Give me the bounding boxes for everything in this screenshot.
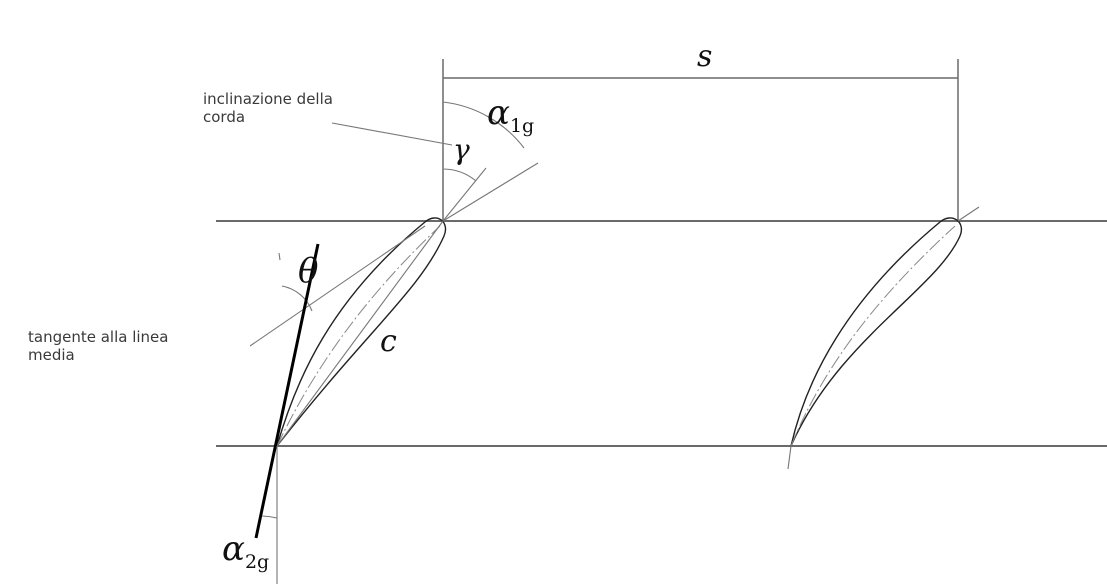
camber-angle-tick — [278, 252, 281, 261]
mean-line-tangent-text-line1: tangente alla linea — [28, 328, 168, 346]
stagger-angle-label: γ — [453, 133, 470, 166]
left-blade-camber-line — [276, 225, 441, 447]
outlet-tangent-line — [254, 243, 320, 539]
left-blade-chord-line — [276, 220, 444, 447]
chord-inclination-text-line2: corda — [203, 108, 245, 126]
inlet-metal-direction-line — [442, 162, 539, 222]
right-blade-camber-line — [790, 225, 956, 447]
stagger-angle-arc — [442, 168, 477, 182]
inlet-angle-symbol: α1g — [487, 93, 534, 137]
chord-extension-line — [442, 167, 487, 222]
right-blade-profile — [790, 217, 963, 447]
chord-label: c — [380, 324, 397, 359]
camber-angle-arc — [281, 285, 313, 312]
left-blade-profile — [276, 217, 447, 447]
outlet-angle-symbol: α2g — [222, 529, 269, 573]
outlet-angle-arc — [261, 515, 278, 519]
right-blade-trailing-extension — [787, 445, 792, 470]
right-blade-inlet-line — [957, 206, 980, 222]
chord-inclination-leader — [331, 122, 453, 146]
mean-line-tangent — [249, 225, 426, 347]
chord-inclination-text-line1: inclinazione della — [203, 90, 333, 108]
pitch-label: s — [697, 39, 712, 74]
mean-line-tangent-text-line2: media — [28, 346, 75, 364]
inlet-angle-arc — [442, 101, 525, 149]
camber-angle-label: θ — [298, 251, 318, 291]
